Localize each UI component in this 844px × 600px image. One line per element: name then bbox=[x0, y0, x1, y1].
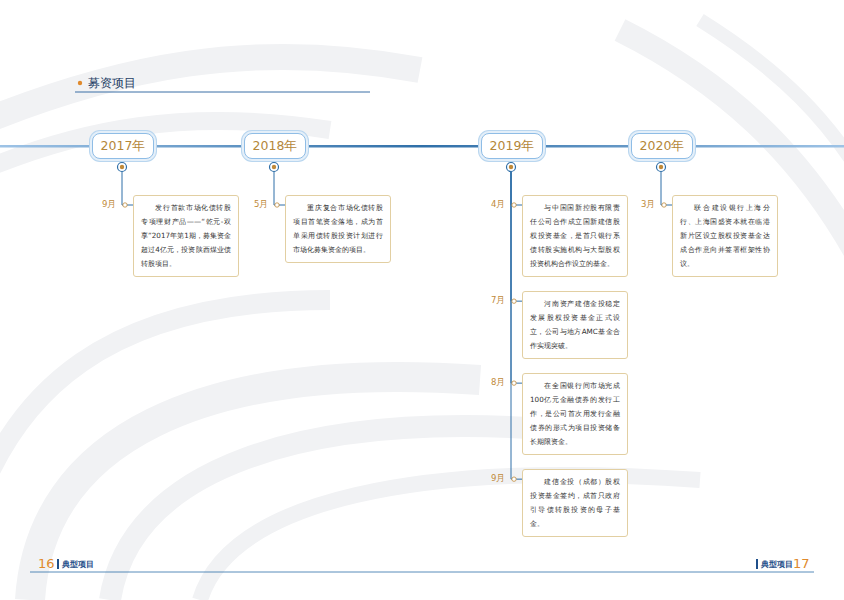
branch-dot bbox=[512, 381, 516, 385]
event-text: 在全国银行间市场完成100亿元金融债券的发行工作，是公司首次用发行金融债券的形式… bbox=[523, 374, 627, 454]
year-label: 2017年 bbox=[93, 134, 153, 158]
year-box: 2017年 bbox=[92, 133, 154, 159]
event-box: 4月与中国国新控股有限责任公司合作成立国新建信股权投资基金，是首只银行系债转股实… bbox=[522, 195, 628, 277]
footer-decoration bbox=[30, 559, 814, 572]
month-label: 9月 bbox=[102, 199, 116, 211]
timeline-connector bbox=[511, 161, 522, 479]
page-number: 17 bbox=[793, 556, 810, 571]
event-box: 5月重庆复合市场化债转股项目首笔资金落地，成为首单采用债转股投资计划进行市场化募… bbox=[285, 195, 391, 263]
event-box: 9月建信金投（成都）股权投资基金签约，成首只政府引导债转股投资的母子基金。 bbox=[522, 469, 628, 537]
section-title: 募资项目 bbox=[88, 75, 136, 92]
timeline-connector bbox=[511, 161, 522, 301]
event-box: 8月在全国银行间市场完成100亿元金融债券的发行工作，是公司首次用发行金融债券的… bbox=[522, 373, 628, 455]
year-label: 2018年 bbox=[245, 134, 305, 158]
year-box: 2019年 bbox=[481, 133, 543, 159]
footer-section: 典型项目 bbox=[62, 559, 94, 570]
year-box: 2020年 bbox=[631, 133, 693, 159]
year-dot bbox=[507, 163, 516, 172]
event-box: 9月发行首款市场化债转股专项理财产品——“乾元-双享”2017年第1期，募集资金… bbox=[133, 195, 239, 277]
year-dot bbox=[118, 163, 127, 172]
month-label: 8月 bbox=[491, 377, 505, 389]
swirl-decoration bbox=[0, 20, 844, 600]
year-label: 2020年 bbox=[632, 134, 692, 158]
month-label: 5月 bbox=[254, 199, 268, 211]
branch-dot bbox=[275, 203, 279, 207]
event-text: 建信金投（成都）股权投资基金签约，成首只政府引导债转股投资的母子基金。 bbox=[523, 470, 627, 536]
month-label: 9月 bbox=[491, 473, 505, 485]
month-label: 3月 bbox=[641, 199, 655, 211]
timeline-connector bbox=[511, 161, 522, 383]
year-box: 2018年 bbox=[244, 133, 306, 159]
month-label: 4月 bbox=[491, 199, 505, 211]
branch-dot bbox=[512, 299, 516, 303]
event-box: 7月河南资产建信金投稳定发展股权投资基金正式设立，公司与地方AMC基金合作实现突… bbox=[522, 291, 628, 359]
branch-dot bbox=[123, 203, 127, 207]
event-text: 与中国国新控股有限责任公司合作成立国新建信股权投资基金，是首只银行系债转股实施机… bbox=[523, 196, 627, 276]
year-label: 2019年 bbox=[482, 134, 542, 158]
page-number: 16 bbox=[38, 556, 55, 571]
branch-dot bbox=[512, 203, 516, 207]
year-dot bbox=[270, 163, 279, 172]
month-label: 7月 bbox=[491, 295, 505, 307]
footer-section: 典型项目 bbox=[761, 559, 793, 570]
event-text: 联合建设银行上海分行、上海国盛资本就在临港新片区设立股权投资基金达成合作意向并签… bbox=[673, 196, 777, 276]
branch-dot bbox=[662, 203, 666, 207]
event-box: 3月联合建设银行上海分行、上海国盛资本就在临港新片区设立股权投资基金达成合作意向… bbox=[672, 195, 778, 277]
branch-dot bbox=[512, 477, 516, 481]
event-text: 河南资产建信金投稳定发展股权投资基金正式设立，公司与地方AMC基金合作实现突破。 bbox=[523, 292, 627, 358]
event-text: 发行首款市场化债转股专项理财产品——“乾元-双享”2017年第1期，募集资金超过… bbox=[134, 196, 238, 276]
year-dot bbox=[657, 163, 666, 172]
event-text: 重庆复合市场化债转股项目首笔资金落地，成为首单采用债转股投资计划进行市场化募集资… bbox=[286, 196, 390, 262]
